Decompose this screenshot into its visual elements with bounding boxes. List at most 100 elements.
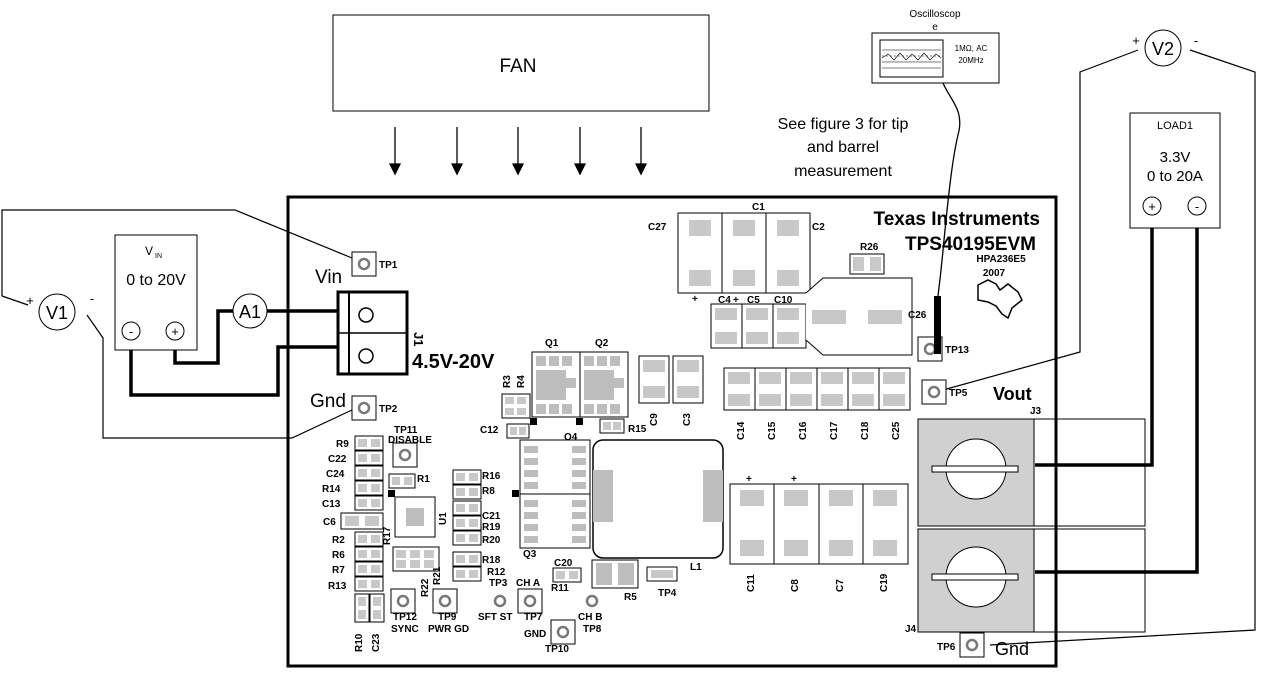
a1-label: A1 bbox=[239, 302, 261, 322]
tp5: TP5 bbox=[921, 379, 968, 405]
u1-label: U1 bbox=[438, 512, 449, 525]
vin-plus: + bbox=[171, 324, 179, 339]
q3-label: Q3 bbox=[523, 549, 537, 560]
c6-label: C6 bbox=[323, 517, 336, 528]
voltmeter-v1: V1 + - bbox=[26, 291, 94, 331]
fets-q1-q2: Q1 Q2 R3 R4 C12 Q4 R15 bbox=[480, 338, 647, 443]
vin-range: 0 to 20V bbox=[126, 272, 186, 289]
c21-label: C21 bbox=[482, 511, 501, 522]
c19-label: C19 bbox=[879, 573, 890, 592]
c24-label: C24 bbox=[326, 469, 345, 480]
input-wiring bbox=[1, 209, 353, 439]
q2-label: Q2 bbox=[595, 338, 609, 349]
r1-label: R1 bbox=[417, 474, 430, 485]
disable-label: DISABLE bbox=[388, 435, 432, 446]
tp5-label: TP5 bbox=[949, 388, 968, 399]
tp6: TP6 bbox=[937, 632, 985, 658]
r14-label: R14 bbox=[322, 484, 341, 495]
tp4: TP4 bbox=[646, 566, 678, 599]
tp1: TP1 bbox=[351, 251, 398, 277]
tp10-label: TP10 bbox=[545, 644, 569, 655]
tp4-label: TP4 bbox=[658, 588, 677, 599]
controller-passives-left: R9 C22 C24 R14 C13 C6 R2 R6 R7 R13 bbox=[322, 435, 449, 652]
v2-minus: - bbox=[1194, 33, 1198, 48]
sft-st-label: SFT ST bbox=[478, 612, 512, 623]
measurement-note: See figure 3 for tip and barrel measurem… bbox=[778, 116, 909, 180]
c9-label: C9 bbox=[649, 413, 660, 426]
j4-label: J4 bbox=[905, 624, 917, 635]
output-connectors: Vout J3 J4 Gnd bbox=[905, 384, 1146, 659]
load-title: LOAD1 bbox=[1157, 120, 1193, 132]
gnd-terminal-label: Gnd bbox=[310, 391, 346, 412]
svg-text:+: + bbox=[791, 474, 797, 485]
r26-label: R26 bbox=[860, 242, 879, 253]
j1-label: J1 bbox=[411, 332, 426, 346]
tp2: TP2 bbox=[351, 395, 398, 421]
r18-label: R18 bbox=[482, 555, 501, 566]
c25-label: C25 bbox=[891, 421, 902, 440]
c12-label: C12 bbox=[480, 425, 499, 436]
voltmeter-v2: V2 + - bbox=[1132, 29, 1198, 67]
input-connector: J1 4.5V-20V Vin Gnd bbox=[310, 267, 495, 412]
scope-setting-2: 20MHz bbox=[958, 56, 983, 65]
vin-terminal-label: Vin bbox=[315, 267, 342, 288]
r9-label: R9 bbox=[336, 439, 349, 450]
v2-plus: + bbox=[1132, 33, 1140, 48]
c11-label: C11 bbox=[746, 574, 757, 592]
c4-label: C4 bbox=[718, 295, 731, 306]
c2-label: C2 bbox=[812, 222, 825, 233]
scope-probe bbox=[934, 296, 941, 354]
vin-supply: V IN 0 to 20V - + bbox=[114, 234, 198, 351]
scope-screen bbox=[881, 49, 942, 69]
tp11-label: TP11 bbox=[394, 425, 418, 436]
ti-logo-icon bbox=[977, 279, 1023, 320]
r21-label: R21 bbox=[432, 566, 443, 585]
tp2-label: TP2 bbox=[379, 404, 398, 415]
fan-label: FAN bbox=[500, 56, 537, 77]
controller-passives-mid: R16 R8 C21 R19 R20 R18 R12 C20 R11 R5 bbox=[452, 469, 639, 603]
r12-label: R12 bbox=[487, 567, 506, 578]
r15-label: R15 bbox=[628, 424, 647, 435]
output-ceramic-caps: C14 C15 C16 C17 C18 C25 bbox=[723, 367, 911, 440]
chb-label: CH B bbox=[578, 612, 602, 623]
scope-setting-1: 1MΩ, AC bbox=[955, 44, 988, 53]
r5-label: R5 bbox=[624, 592, 637, 603]
gnd-out-label: Gnd bbox=[995, 639, 1029, 659]
tp1-label: TP1 bbox=[379, 260, 398, 271]
input-caps: C27 C1 C2 + R26 bbox=[648, 202, 885, 305]
note-line-1: See figure 3 for tip bbox=[778, 116, 909, 133]
c26-label: C26 bbox=[908, 310, 927, 321]
r6-label: R6 bbox=[332, 550, 345, 561]
fan: FAN bbox=[332, 14, 710, 176]
c15-label: C15 bbox=[767, 421, 778, 440]
c3-label: C3 bbox=[682, 413, 693, 426]
cha-label: CH A bbox=[516, 578, 540, 589]
r13-label: R13 bbox=[328, 581, 347, 592]
tp13-label: TP13 bbox=[945, 345, 969, 356]
note-line-3: measurement bbox=[794, 163, 892, 180]
bulk-output-caps: + + C11 C8 C7 C19 bbox=[729, 474, 909, 592]
l1-label: L1 bbox=[690, 562, 702, 573]
r20-label: R20 bbox=[482, 535, 501, 546]
load-minus: - bbox=[1195, 199, 1199, 214]
v2-label: V2 bbox=[1152, 39, 1174, 59]
tp9-label: TP9 bbox=[438, 612, 457, 623]
v1-label: V1 bbox=[46, 303, 68, 323]
sync-label: SYNC bbox=[391, 624, 419, 635]
oscilloscope: Oscilloscop e 1MΩ, AC 20MHz bbox=[871, 9, 1000, 297]
tp3-label: TP3 bbox=[489, 578, 508, 589]
c10-label: C10 bbox=[774, 295, 793, 306]
part-number: TPS40195EVM bbox=[905, 234, 1036, 255]
tp8-label: TP8 bbox=[583, 624, 602, 635]
r4-label: R4 bbox=[516, 375, 527, 388]
evm-board bbox=[286, 195, 1058, 668]
vin-label-sub: IN bbox=[155, 253, 162, 260]
c1-label: C1 bbox=[752, 202, 765, 213]
caps-c9-c3: C9 C3 bbox=[638, 355, 704, 426]
